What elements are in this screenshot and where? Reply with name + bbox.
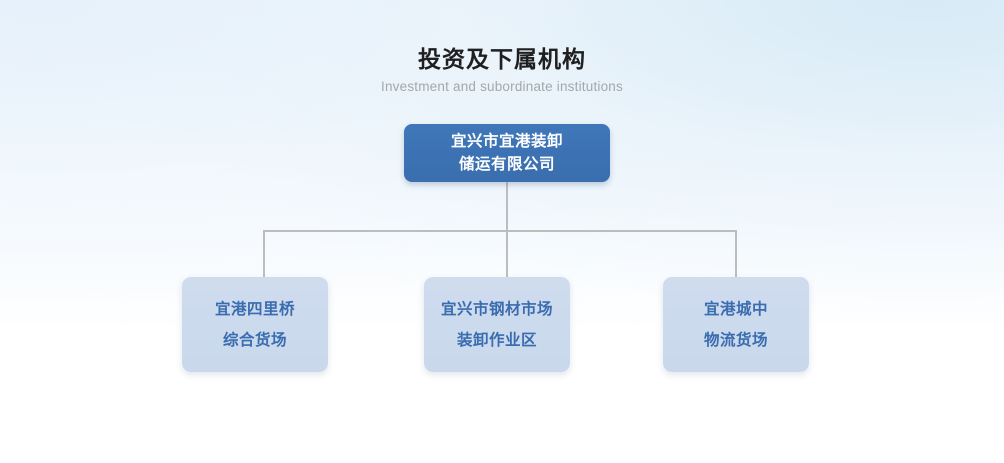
org-node-child-1-line-1: 宜兴市钢材市场	[440, 300, 553, 318]
page-subtitle: Investment and subordinate institutions	[381, 79, 623, 94]
org-node-child-1-line-2: 装卸作业区	[456, 331, 537, 349]
org-node-root[interactable]: 宜兴市宜港装卸 储运有限公司	[404, 124, 610, 182]
org-node-root-line-1: 宜兴市宜港装卸	[450, 133, 563, 150]
org-node-child-siliqiao[interactable]: 宜港四里桥 综合货场	[182, 277, 328, 372]
page-heading: 投资及下属机构 Investment and subordinate insti…	[0, 44, 1004, 96]
org-node-child-2-line-2: 物流货场	[703, 331, 768, 349]
org-node-child-chengzhong-logistics[interactable]: 宜港城中 物流货场	[663, 277, 809, 372]
org-node-root-line-2: 储运有限公司	[458, 156, 555, 173]
page-title: 投资及下属机构	[418, 46, 586, 72]
org-node-child-2-line-1: 宜港城中	[703, 300, 768, 318]
org-node-child-0-line-1: 宜港四里桥	[214, 300, 295, 318]
org-node-child-0-line-2: 综合货场	[222, 331, 287, 349]
org-node-child-steel-market[interactable]: 宜兴市钢材市场 装卸作业区	[424, 277, 570, 372]
